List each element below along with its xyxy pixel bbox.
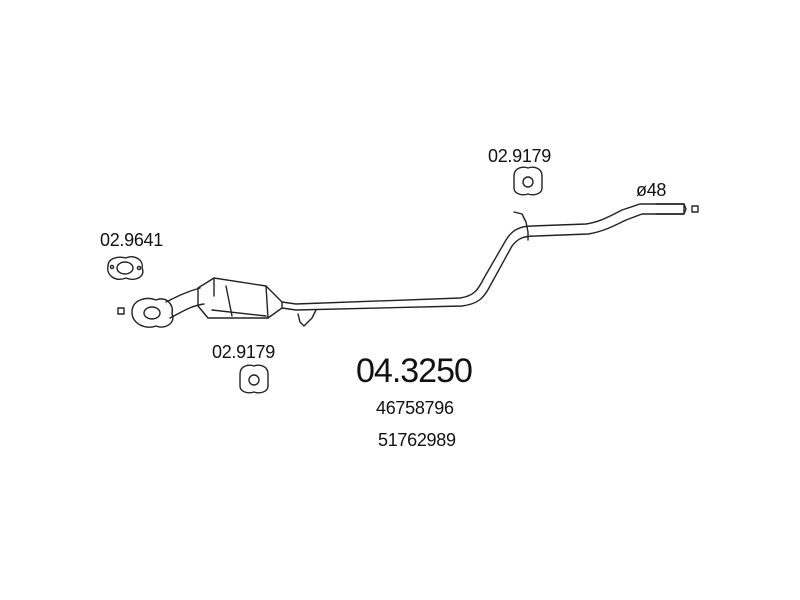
tail-pipe-end [655, 203, 687, 215]
rubber-hanger-icon [513, 166, 543, 196]
pipe-end-square-icon [691, 205, 699, 213]
bracket-icon [297, 309, 317, 327]
main-part-number: 04.3250 [356, 352, 473, 390]
oem-number-2: 51762989 [378, 430, 456, 450]
bracket-icon [513, 211, 529, 241]
catalytic-converter [197, 277, 283, 319]
front-pipe [165, 287, 205, 319]
gasket-icon [107, 256, 144, 280]
part-label-hanger-bottom: 02.9179 [212, 342, 275, 362]
diameter-label: ø48 [636, 180, 667, 200]
oem-number-1: 46758796 [376, 398, 454, 418]
pipe-end-square-icon [117, 307, 125, 315]
part-label-gasket: 02.9641 [100, 230, 163, 250]
part-label-hanger-top: 02.9179 [488, 146, 551, 166]
rubber-hanger-icon [239, 364, 269, 394]
main-pipe [281, 203, 685, 311]
front-flange-icon [131, 297, 174, 328]
